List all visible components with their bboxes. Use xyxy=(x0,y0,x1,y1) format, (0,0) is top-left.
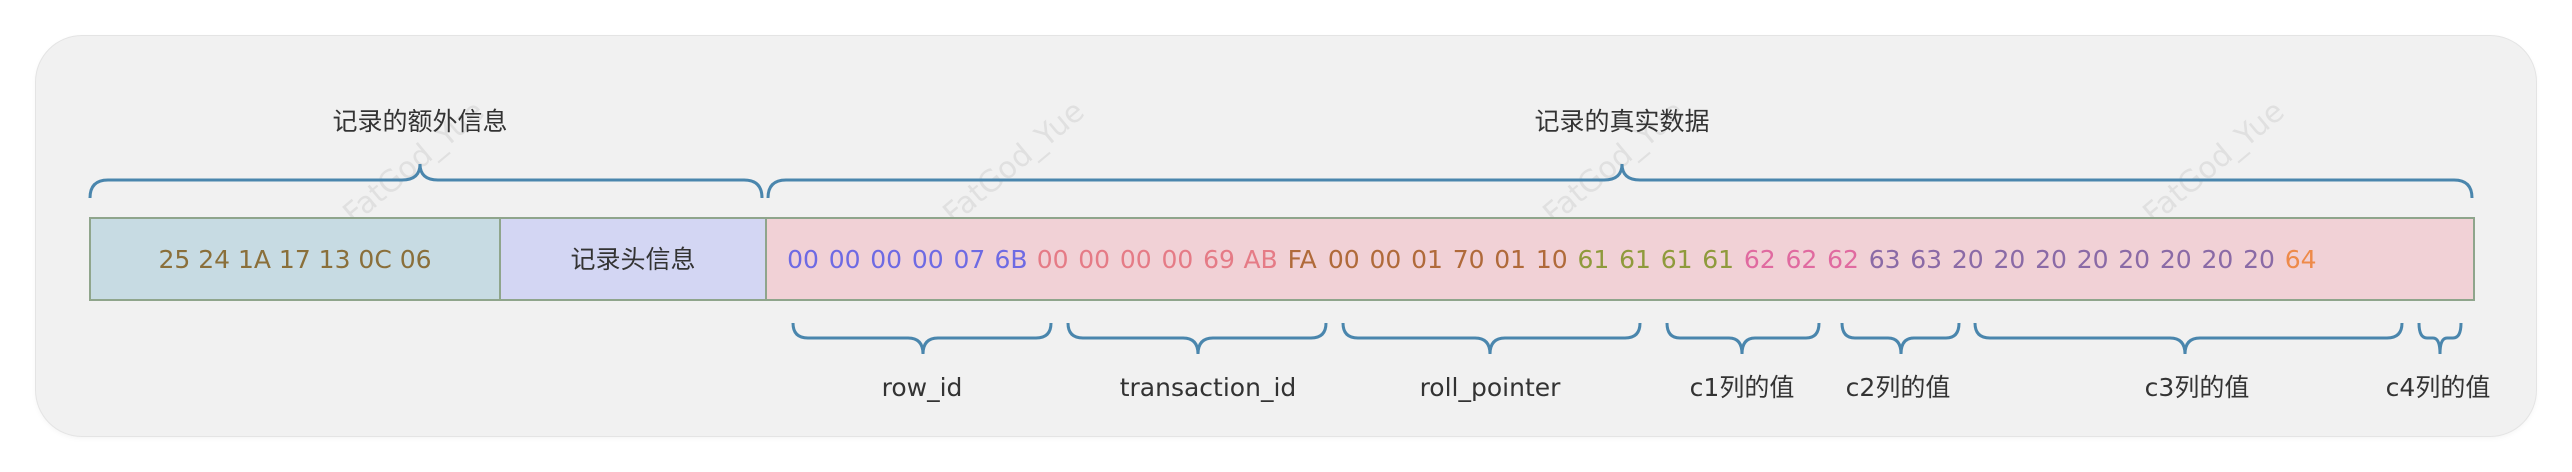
hex-byte-c3-0: 63 xyxy=(1869,245,1901,274)
record-header-box xyxy=(499,217,767,301)
hex-byte-roll-pointer-1: 00 xyxy=(1328,245,1360,274)
hex-byte-roll-pointer-6: 10 xyxy=(1536,245,1568,274)
hex-byte-c3-8: 20 xyxy=(2201,245,2233,274)
hex-byte-transaction-id-0: 00 xyxy=(1037,245,1069,274)
brace-real-data xyxy=(766,163,2474,199)
hex-byte-row-id-2: 00 xyxy=(870,245,902,274)
hex-byte-transaction-id-4: 69 xyxy=(1203,245,1235,274)
hex-byte-row-id-3: 00 xyxy=(912,245,944,274)
hex-byte-roll-pointer-2: 00 xyxy=(1369,245,1401,274)
hex-byte-transaction-id-3: 00 xyxy=(1161,245,1193,274)
brace-transaction-id xyxy=(1066,322,1328,355)
hex-byte-c1-3: 61 xyxy=(1702,245,1734,274)
hex-byte-row-id-5: 6B xyxy=(994,245,1027,274)
hex-byte-c3-4: 20 xyxy=(2035,245,2067,274)
hex-byte-c3-6: 20 xyxy=(2118,245,2150,274)
hex-byte-c3-7: 20 xyxy=(2160,245,2192,274)
hex-bytes: 00 00 00 00 07 6B 00 00 00 00 69 AB FA 00 00 01 70 01 10 61… xyxy=(787,245,2316,274)
hex-byte-c1-1: 61 xyxy=(1619,245,1651,274)
brace-extra-info xyxy=(88,163,764,199)
hex-byte-c2-2: 62 xyxy=(1827,245,1859,274)
hex-byte-transaction-id-5: AB xyxy=(1243,245,1277,274)
field-label-c3: c3列的值 xyxy=(2145,373,2250,402)
hex-byte-transaction-id-1: 00 xyxy=(1078,245,1110,274)
brace-roll-pointer xyxy=(1341,322,1642,355)
field-label-c1: c1列的值 xyxy=(1690,373,1795,402)
hex-byte-c2-1: 62 xyxy=(1785,245,1817,274)
hex-byte-row-id-4: 07 xyxy=(953,245,985,274)
hex-byte-roll-pointer-3: 01 xyxy=(1411,245,1443,274)
section-label-extra-info: 记录的额外信息 xyxy=(332,107,507,136)
brace-c1 xyxy=(1665,322,1821,355)
field-label-roll-pointer: roll_pointer xyxy=(1420,373,1562,402)
hex-byte-row-id-0: 00 xyxy=(787,245,819,274)
brace-c2 xyxy=(1840,322,1961,355)
hex-byte-roll-pointer-5: 01 xyxy=(1494,245,1526,274)
hex-byte-c3-2: 20 xyxy=(1952,245,1984,274)
watermark-text: FatGod_Yue xyxy=(2137,94,2292,232)
field-label-transaction-id: transaction_id xyxy=(1120,373,1297,402)
hex-byte-c2-0: 62 xyxy=(1744,245,1776,274)
section-label-real-data: 记录的真实数据 xyxy=(1534,107,1709,136)
hex-byte-row-id-1: 00 xyxy=(829,245,861,274)
hex-byte-c1-2: 61 xyxy=(1661,245,1693,274)
offsets-text: 25 24 1A 17 13 0C 06 xyxy=(158,245,431,274)
record-header-label: 记录头信息 xyxy=(570,245,695,274)
hex-byte-c3-1: 63 xyxy=(1910,245,1942,274)
brace-c3 xyxy=(1973,322,2404,355)
hex-byte-c3-5: 20 xyxy=(2077,245,2109,274)
real-data-box xyxy=(765,217,2475,301)
field-label-row-id: row_id xyxy=(882,373,963,402)
brace-row-id xyxy=(791,322,1053,355)
watermark-text: FatGod_Yue xyxy=(937,94,1092,232)
hex-byte-c1-0: 61 xyxy=(1577,245,1609,274)
field-label-c4: c4列的值 xyxy=(2386,373,2491,402)
offsets-box xyxy=(89,217,501,301)
hex-byte-c4-0: 64 xyxy=(2285,245,2317,274)
hex-byte-roll-pointer-0: FA xyxy=(1288,245,1317,274)
hex-byte-c3-3: 20 xyxy=(1993,245,2025,274)
hex-byte-roll-pointer-4: 70 xyxy=(1453,245,1485,274)
hex-byte-transaction-id-2: 00 xyxy=(1120,245,1152,274)
hex-byte-c3-9: 20 xyxy=(2243,245,2275,274)
field-label-c2: c2列的值 xyxy=(1846,373,1951,402)
brace-c4 xyxy=(2417,322,2463,355)
